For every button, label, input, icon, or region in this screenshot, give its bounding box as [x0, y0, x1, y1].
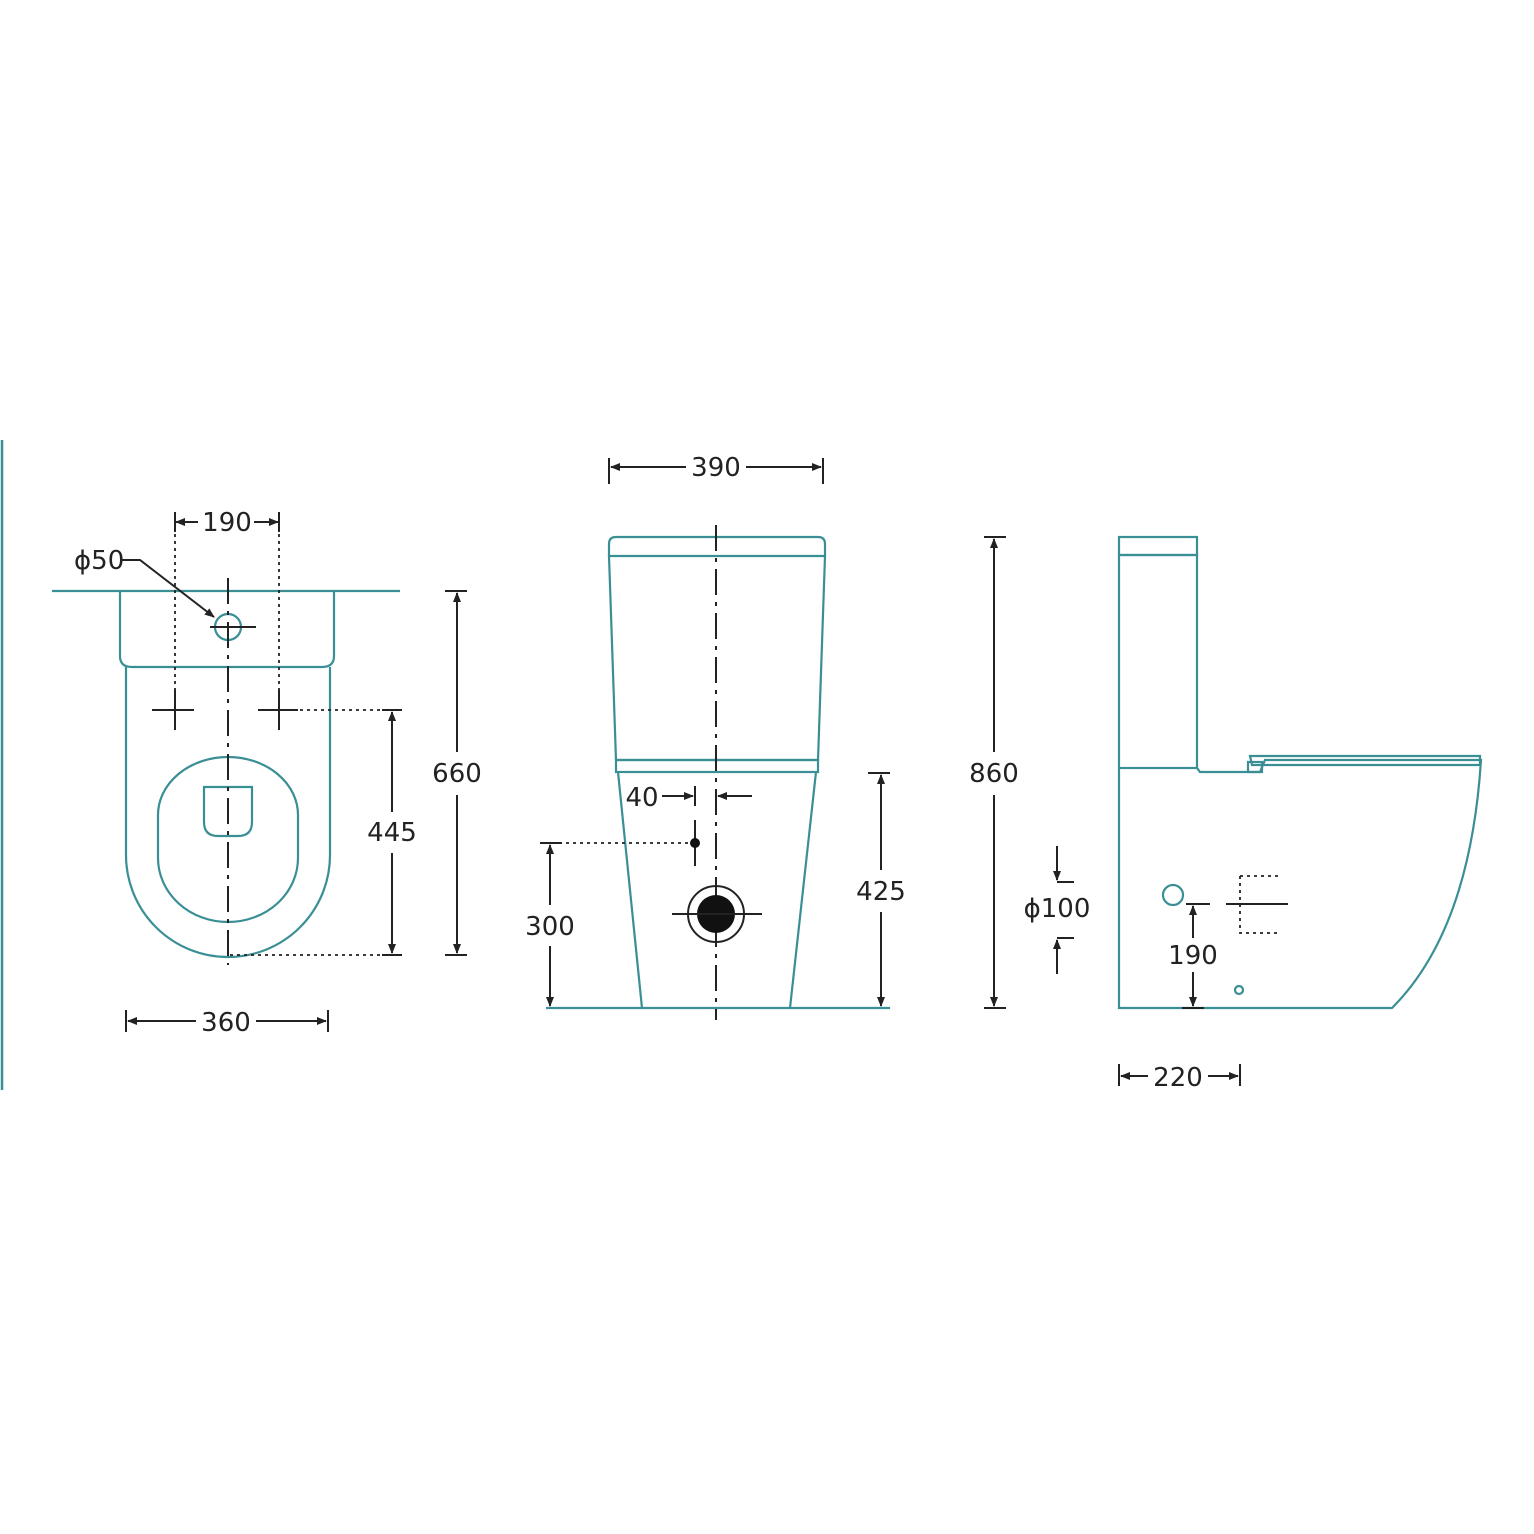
phi50-leader	[122, 559, 215, 618]
inlet-side-circle	[1161, 883, 1185, 907]
dim-445-label: 445	[367, 818, 417, 848]
dim-300-label: 300	[525, 912, 575, 942]
waste-outlet-hidden-outline	[1239, 875, 1280, 934]
vent-side-dot	[1233, 984, 1245, 996]
dim-190-side-label: 190	[1168, 941, 1218, 971]
front-view: 390 40 300 425	[525, 453, 906, 1020]
dim-390-label: 390	[691, 453, 741, 483]
pan-plan-outline	[124, 667, 332, 959]
hinge-side	[1246, 760, 1264, 774]
dim-360-label: 360	[201, 1008, 251, 1038]
dim-425-label: 425	[856, 877, 906, 907]
dim-860-label: 860	[969, 759, 1019, 789]
dim-190-label: 190	[202, 508, 252, 538]
dim-660-label: 660	[432, 759, 482, 789]
dim-phi50-label: ϕ50	[74, 546, 124, 576]
cistern-side-body	[1117, 553, 1199, 770]
dim-40-label: 40	[625, 783, 658, 813]
cistern-side-lid	[1117, 535, 1199, 557]
dim-220-label: 220	[1153, 1063, 1203, 1093]
cistern-lid-outline	[607, 535, 827, 558]
side-view: 860 ϕ100 190 220	[969, 535, 1483, 1093]
seat-ring-outline	[156, 755, 300, 924]
pan-front-outline	[616, 771, 818, 1009]
bowl-opening-outline	[202, 785, 254, 838]
plan-view: 190 ϕ50 660 445 360	[52, 508, 482, 1038]
inlet-point	[690, 838, 700, 848]
dim-phi100-label: ϕ100	[1024, 894, 1091, 924]
